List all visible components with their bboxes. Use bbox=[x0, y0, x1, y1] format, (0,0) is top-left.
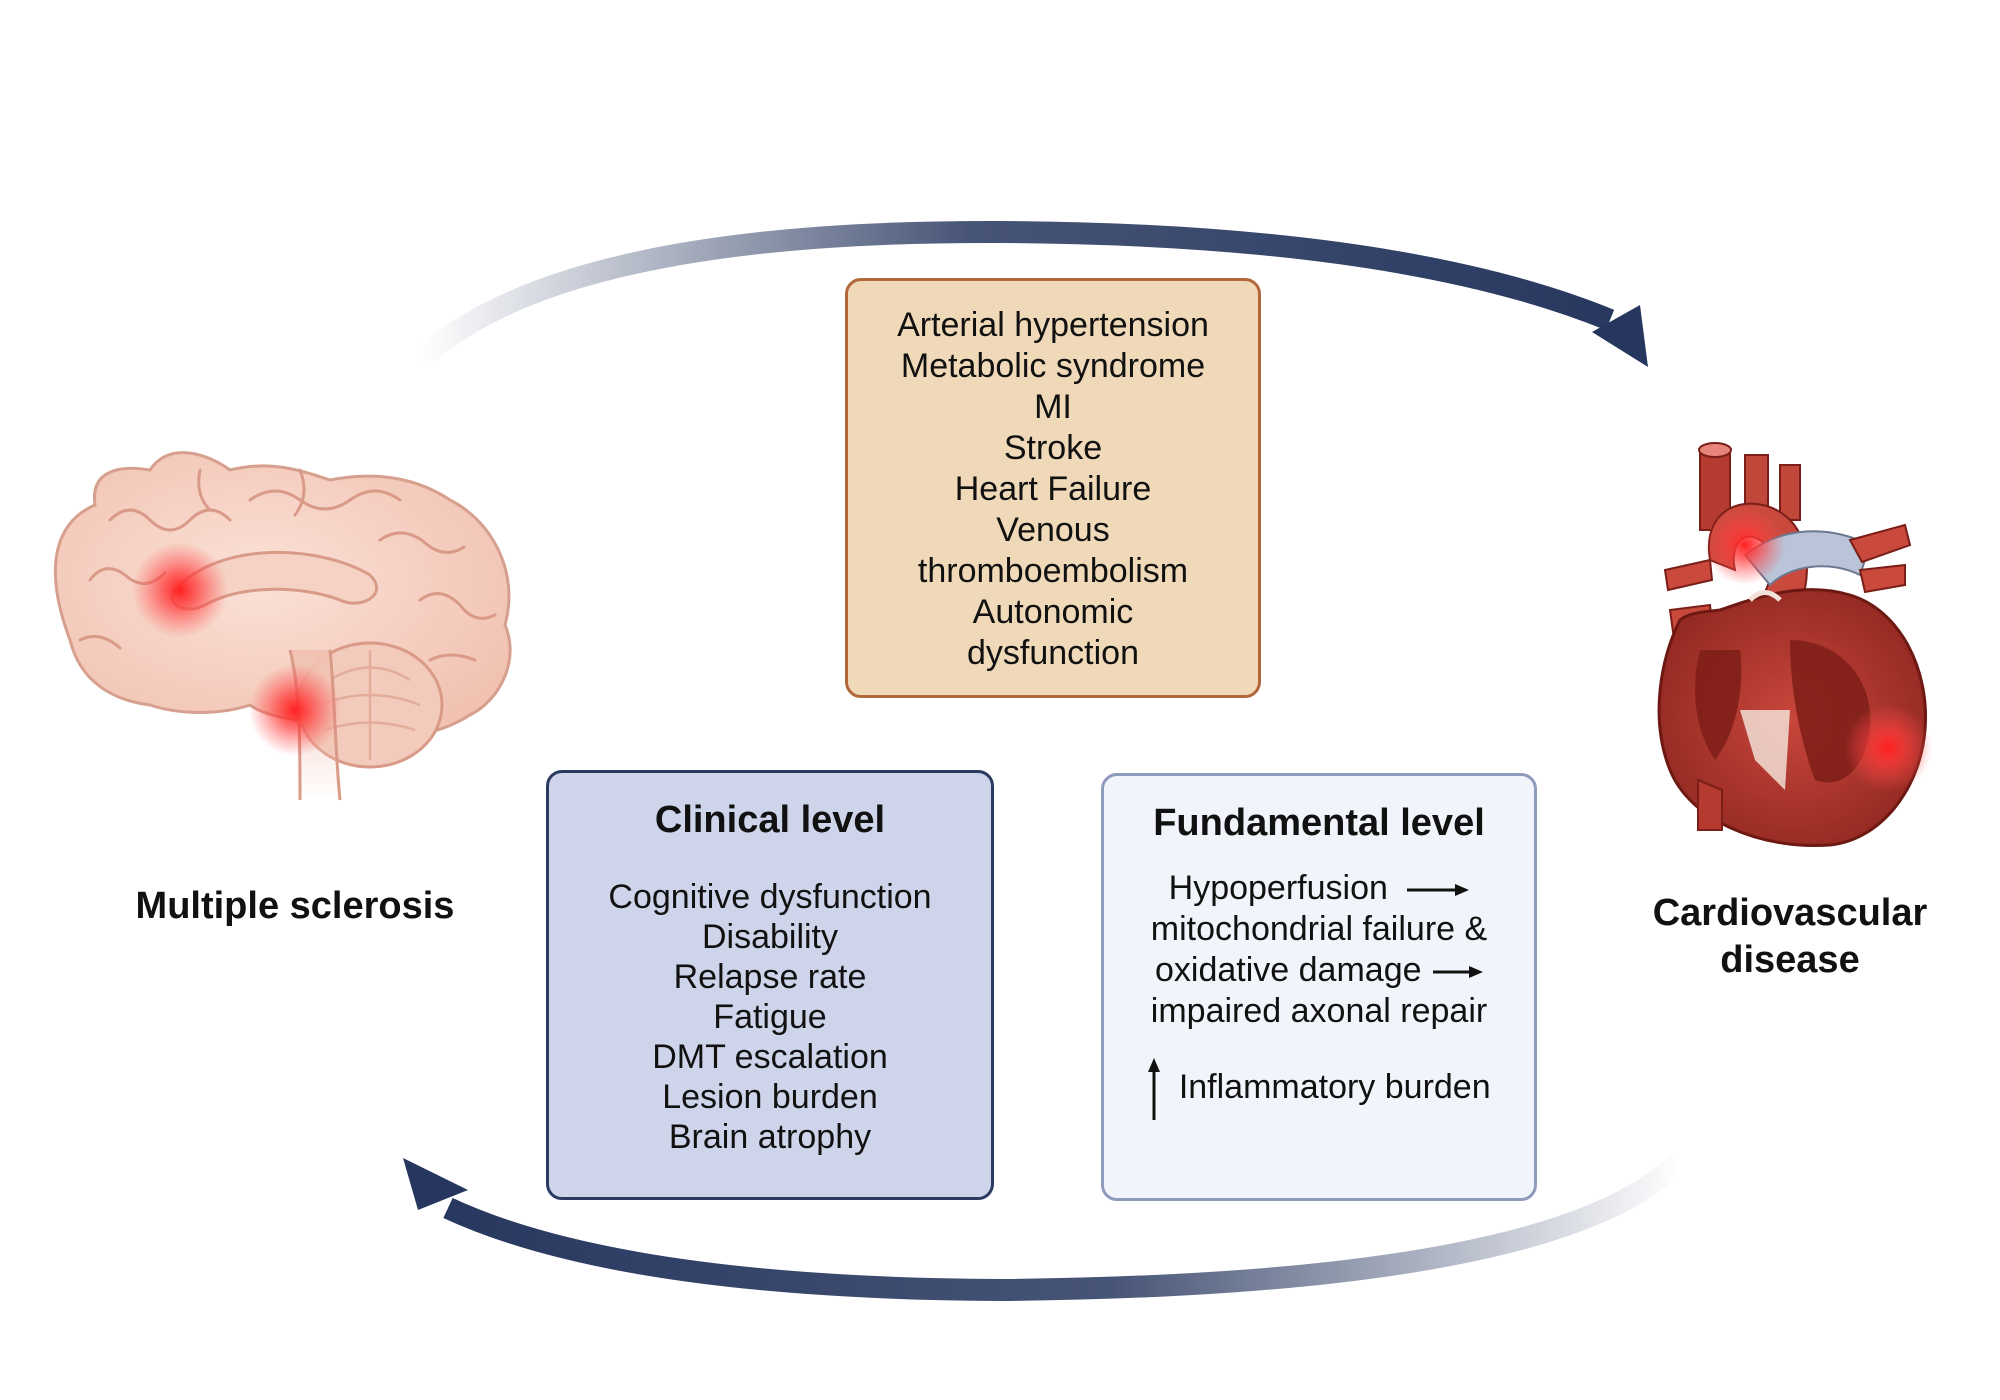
fundamental-line-5: Inflammatory burden bbox=[1104, 1058, 1534, 1120]
multiple-sclerosis-label: Multiple sclerosis bbox=[135, 885, 455, 927]
hypoperfusion-text: Hypoperfusion bbox=[1168, 869, 1388, 907]
clinical-line-1: Cognitive dysfunction bbox=[608, 878, 932, 916]
risk-line-2: Metabolic syndrome bbox=[900, 347, 1206, 385]
fundamental-line-4: impaired axonal repair bbox=[1150, 992, 1488, 1030]
cardiovascular-risk-box: Arterial hypertension Metabolic syndrome… bbox=[845, 278, 1261, 698]
bottom-cycle-arrow bbox=[403, 1152, 1688, 1302]
risk-line-7: thromboembolism bbox=[917, 552, 1189, 590]
oxidative-damage-text: oxidative damage bbox=[1155, 951, 1422, 989]
fundamental-level-box: Fundamental level Hypoperfusion mitochon… bbox=[1101, 773, 1537, 1201]
clinical-line-3: Relapse rate bbox=[673, 958, 867, 996]
cardiovascular-disease-label: Cardiovascular disease bbox=[1620, 890, 1960, 984]
fundamental-level-title: Fundamental level bbox=[1153, 802, 1485, 844]
clinical-line-2: Disability bbox=[701, 918, 839, 956]
cvd-label-line2: disease bbox=[1720, 939, 1860, 981]
fundamental-line-3: oxidative damage bbox=[1104, 950, 1534, 991]
clinical-level-box: Clinical level Cognitive dysfunction Dis… bbox=[546, 770, 994, 1200]
inflammatory-burden-text: Inflammatory burden bbox=[1178, 1067, 1491, 1106]
clinical-level-title: Clinical level bbox=[654, 799, 886, 841]
fundamental-line-1: Hypoperfusion bbox=[1104, 868, 1534, 909]
risk-line-9: dysfunction bbox=[967, 634, 1139, 672]
brain-icon bbox=[53, 451, 512, 801]
up-arrow-icon bbox=[1148, 1058, 1161, 1120]
top-cycle-arrow bbox=[412, 220, 1648, 369]
risk-line-1: Arterial hypertension bbox=[897, 306, 1209, 344]
risk-line-6: Venous bbox=[996, 511, 1110, 549]
risk-line-3: MI bbox=[1034, 388, 1072, 426]
risk-line-4: Stroke bbox=[1003, 429, 1103, 467]
clinical-line-4: Fatigue bbox=[713, 998, 827, 1036]
clinical-line-5: DMT escalation bbox=[652, 1038, 888, 1076]
right-arrow-icon bbox=[1407, 884, 1470, 897]
heart-icon bbox=[1657, 442, 1932, 848]
right-arrow-icon bbox=[1432, 966, 1483, 979]
risk-line-5: Heart Failure bbox=[954, 470, 1152, 508]
cvd-label-line1: Cardiovascular bbox=[1652, 892, 1928, 934]
fundamental-line-2: mitochondrial failure & bbox=[1150, 910, 1488, 948]
clinical-line-6: Lesion burden bbox=[662, 1078, 878, 1116]
risk-line-8: Autonomic bbox=[972, 593, 1134, 631]
clinical-line-7: Brain atrophy bbox=[668, 1118, 872, 1156]
